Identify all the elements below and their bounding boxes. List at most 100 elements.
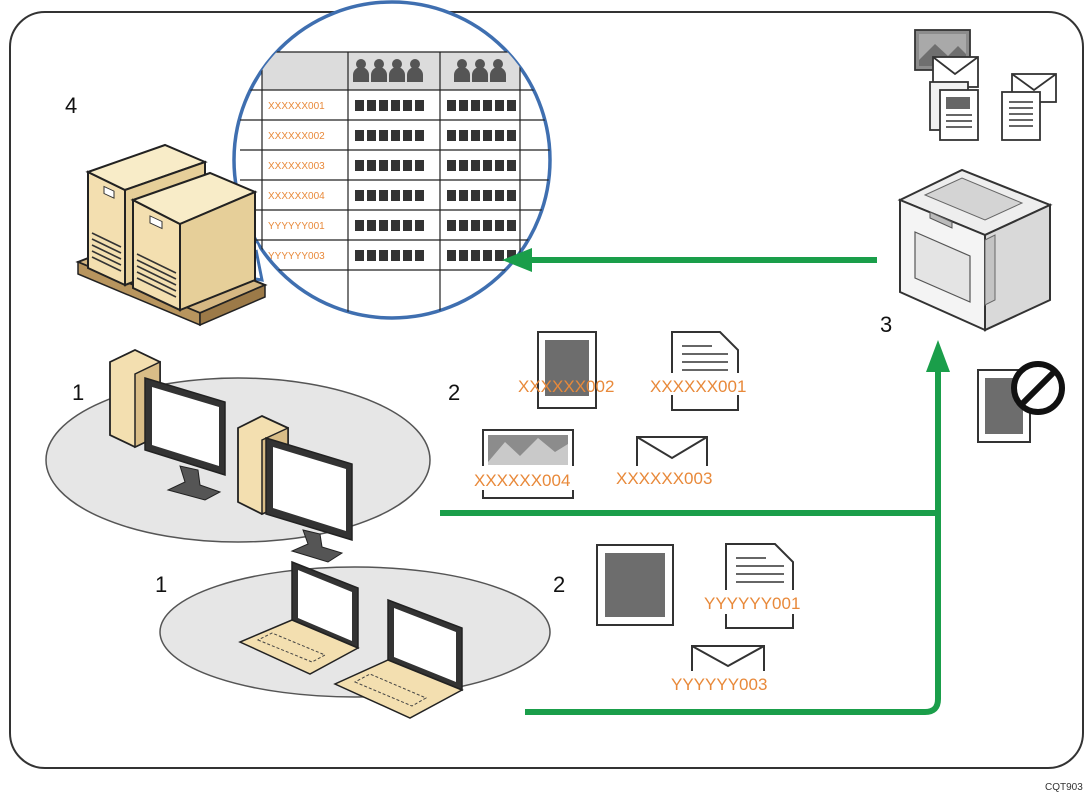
table-cell-block (379, 220, 388, 231)
table-cell-block (415, 250, 424, 261)
table-cell-block (483, 160, 492, 171)
table-row-label: XXXXXX003 (268, 161, 325, 172)
server-number-label: 4 (65, 93, 77, 118)
text-document-icon (1001, 91, 1041, 141)
table-cell-block (459, 100, 468, 111)
table-cell-block (471, 190, 480, 201)
table-cell-block (459, 160, 468, 171)
table-cell-block (403, 100, 412, 111)
table-magnifier: XXXXXX001 XXXXXX002 XXXXXX003 XXXXXX004 … (194, 0, 552, 320)
table-cell-block (447, 100, 456, 111)
table-row-label: XXXXXX002 (268, 131, 325, 142)
table-cell-block (447, 130, 456, 141)
table-cell-block (367, 220, 376, 231)
table-cell-block (391, 100, 400, 111)
table-cell-block (507, 220, 516, 231)
table-cell-block (391, 250, 400, 261)
table-cell-block (447, 220, 456, 231)
desktop-pc-icon (109, 349, 226, 501)
job-id-label: XXXXXX001 (650, 377, 746, 396)
pc-group (45, 349, 431, 563)
table-cell-block (391, 190, 400, 201)
table-cell-block (415, 130, 424, 141)
pc-group-number-label: 1 (72, 380, 84, 405)
data-flow-arrows (440, 248, 950, 715)
table-cell-block (355, 130, 364, 141)
table-cell-block (415, 220, 424, 231)
prohibited-document-icon (977, 361, 1065, 443)
laptop-jobs-number-label: 2 (553, 572, 565, 597)
table-cell-block (403, 220, 412, 231)
laptop-group (159, 560, 551, 719)
table-cell-block (379, 160, 388, 171)
table-cell-block (459, 130, 468, 141)
table-cell-block (403, 130, 412, 141)
text-document-icon (725, 543, 794, 629)
text-document-icon (671, 331, 739, 411)
server-icon (75, 143, 268, 327)
table-cell-block (379, 190, 388, 201)
printer-number-label: 3 (880, 312, 892, 337)
laptop-icon (238, 560, 360, 675)
table-row-label: YYYYYY003 (268, 251, 325, 262)
table-cell-block (483, 100, 492, 111)
table-cell-block (415, 190, 424, 201)
user-group-icon (353, 59, 423, 82)
table-cell-block (459, 190, 468, 201)
text-document-icon (929, 81, 979, 141)
table-cell-block (471, 100, 480, 111)
table-cell-block (391, 160, 400, 171)
table-cell-block (459, 250, 468, 261)
job-id-label: XXXXXX004 (474, 471, 570, 490)
table-cell-block (415, 100, 424, 111)
table-cell-block (483, 190, 492, 201)
table-cell-block (447, 250, 456, 261)
table-cell-block (507, 250, 516, 261)
table-cell-values (355, 100, 516, 261)
table-cell-block (507, 130, 516, 141)
user-group-icon (454, 59, 506, 82)
table-cell-block (507, 190, 516, 201)
printed-documents-stack (914, 29, 1057, 141)
table-cell-block (483, 220, 492, 231)
laptop-icon (333, 598, 464, 719)
desktop-pc-icon (237, 415, 353, 563)
table-cell-block (367, 250, 376, 261)
table-row-label: XXXXXX001 (268, 101, 325, 112)
arrowhead-icon (502, 248, 532, 272)
table-cell-block (367, 130, 376, 141)
table-cell-block (495, 130, 504, 141)
table-cell-block (379, 250, 388, 261)
table-cell-block (507, 160, 516, 171)
table-cell-block (403, 190, 412, 201)
table-cell-block (483, 130, 492, 141)
pc-print-jobs: XXXXXX002 XXXXXX001 XXXXXX004 XXXXXX003 (470, 331, 758, 499)
job-id-label: XXXXXX002 (518, 377, 614, 396)
table-cell-block (495, 160, 504, 171)
table-cell-block (447, 190, 456, 201)
table-cell-block (403, 250, 412, 261)
printer-icon (897, 168, 1053, 332)
table-cell-block (459, 220, 468, 231)
table-cell-block (495, 100, 504, 111)
table-cell-block (367, 100, 376, 111)
job-id-label: YYYYYY001 (704, 594, 800, 613)
table-cell-block (495, 250, 504, 261)
table-cell-block (495, 220, 504, 231)
table-cell-block (471, 160, 480, 171)
table-cell-block (415, 160, 424, 171)
table-row-label: YYYYYY001 (268, 221, 325, 232)
table-cell-block (495, 190, 504, 201)
table-cell-block (391, 130, 400, 141)
laptops-to-printer-arrow (525, 513, 941, 715)
job-id-label: XXXXXX003 (616, 469, 712, 488)
arrowhead-icon (926, 340, 950, 372)
table-cell-block (355, 250, 364, 261)
table-cell-block (379, 100, 388, 111)
table-cell-block (471, 130, 480, 141)
table-cell-block (355, 190, 364, 201)
table-cell-block (355, 220, 364, 231)
table-row-label: XXXXXX004 (268, 191, 325, 202)
table-cell-block (379, 130, 388, 141)
job-id-label: YYYYYY003 (671, 675, 767, 694)
